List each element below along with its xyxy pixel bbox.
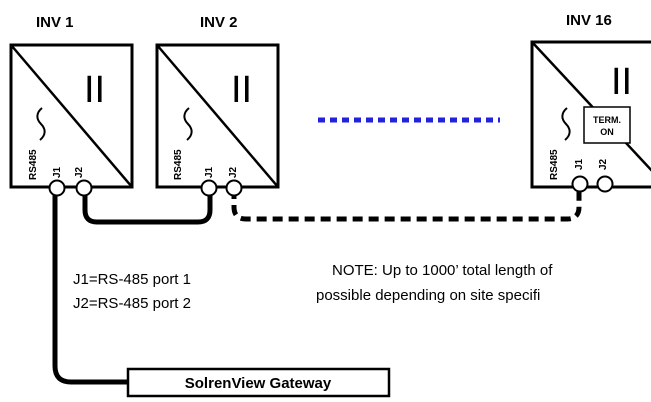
cable-inv1-to-gateway [52, 189, 128, 385]
inverter-16-dc-symbol: II [611, 61, 632, 103]
inverter-1-box [9, 43, 134, 189]
gateway-label: SolrenView Gateway [185, 375, 332, 392]
inverter-16-ac-wave-icon [561, 107, 571, 141]
inverter-1-title: INV 1 [36, 14, 74, 31]
gateway-box [126, 367, 391, 398]
inverter-2-rs485-label: RS485 [173, 149, 184, 180]
legend-j1: J1=RS-485 port 1 [73, 271, 191, 288]
inverter-1-diagonal [10, 44, 133, 188]
inverter-1-j1-port [48, 179, 66, 197]
inverter-2-j2-port [225, 179, 243, 197]
gateway: SolrenView Gateway [126, 367, 391, 398]
termination-line-2: ON [600, 127, 614, 137]
inverter-16: INV 16 II TERM. ON RS485 J1 J2 [530, 12, 651, 189]
inverter-16-j2-label: J2 [598, 158, 609, 170]
inverter-16-j1-port [571, 175, 589, 193]
inverter-16-j1-label: J1 [574, 158, 585, 170]
inverter-2-dc-symbol: II [231, 69, 252, 111]
note-line-2: possible depending on site specifi [316, 287, 540, 304]
inverter-2-j2-label: J2 [228, 166, 239, 178]
legend-j2: J2=RS-485 port 2 [73, 295, 191, 312]
inverter-2-box [155, 43, 280, 189]
cable-inv2-to-inv16 [231, 189, 582, 222]
inverter-2-ac-wave-icon [183, 107, 193, 141]
inverter-1-dc-symbol: II [84, 69, 105, 111]
inverter-2-j1-port [200, 179, 218, 197]
inverter-2-diagonal [156, 44, 279, 188]
inverter-16-title: INV 16 [566, 12, 612, 29]
cable-inv1-to-inv2 [82, 189, 213, 225]
inverter-1-rs485-label: RS485 [28, 149, 39, 180]
inverter-16-rs485-label: RS485 [549, 149, 560, 180]
inverter-1-ac-wave-icon [36, 107, 46, 141]
inverter-1-j1-label: J1 [52, 166, 63, 178]
note-line-1: NOTE: Up to 1000’ total length of [332, 262, 553, 279]
inverter-2-j1-label: J1 [204, 166, 215, 178]
inverter-2: INV 2 II RS485 J1 J2 [155, 14, 280, 189]
inverter-1-j2-port [75, 179, 93, 197]
inverter-2-title: INV 2 [200, 14, 238, 31]
termination-line-1: TERM. [593, 115, 621, 125]
inverter-1: INV 1 II RS485 J1 J2 [9, 14, 134, 189]
inverter-16-j2-port [596, 175, 614, 193]
inverter-1-j2-label: J2 [74, 166, 85, 178]
termination-box [583, 106, 631, 144]
